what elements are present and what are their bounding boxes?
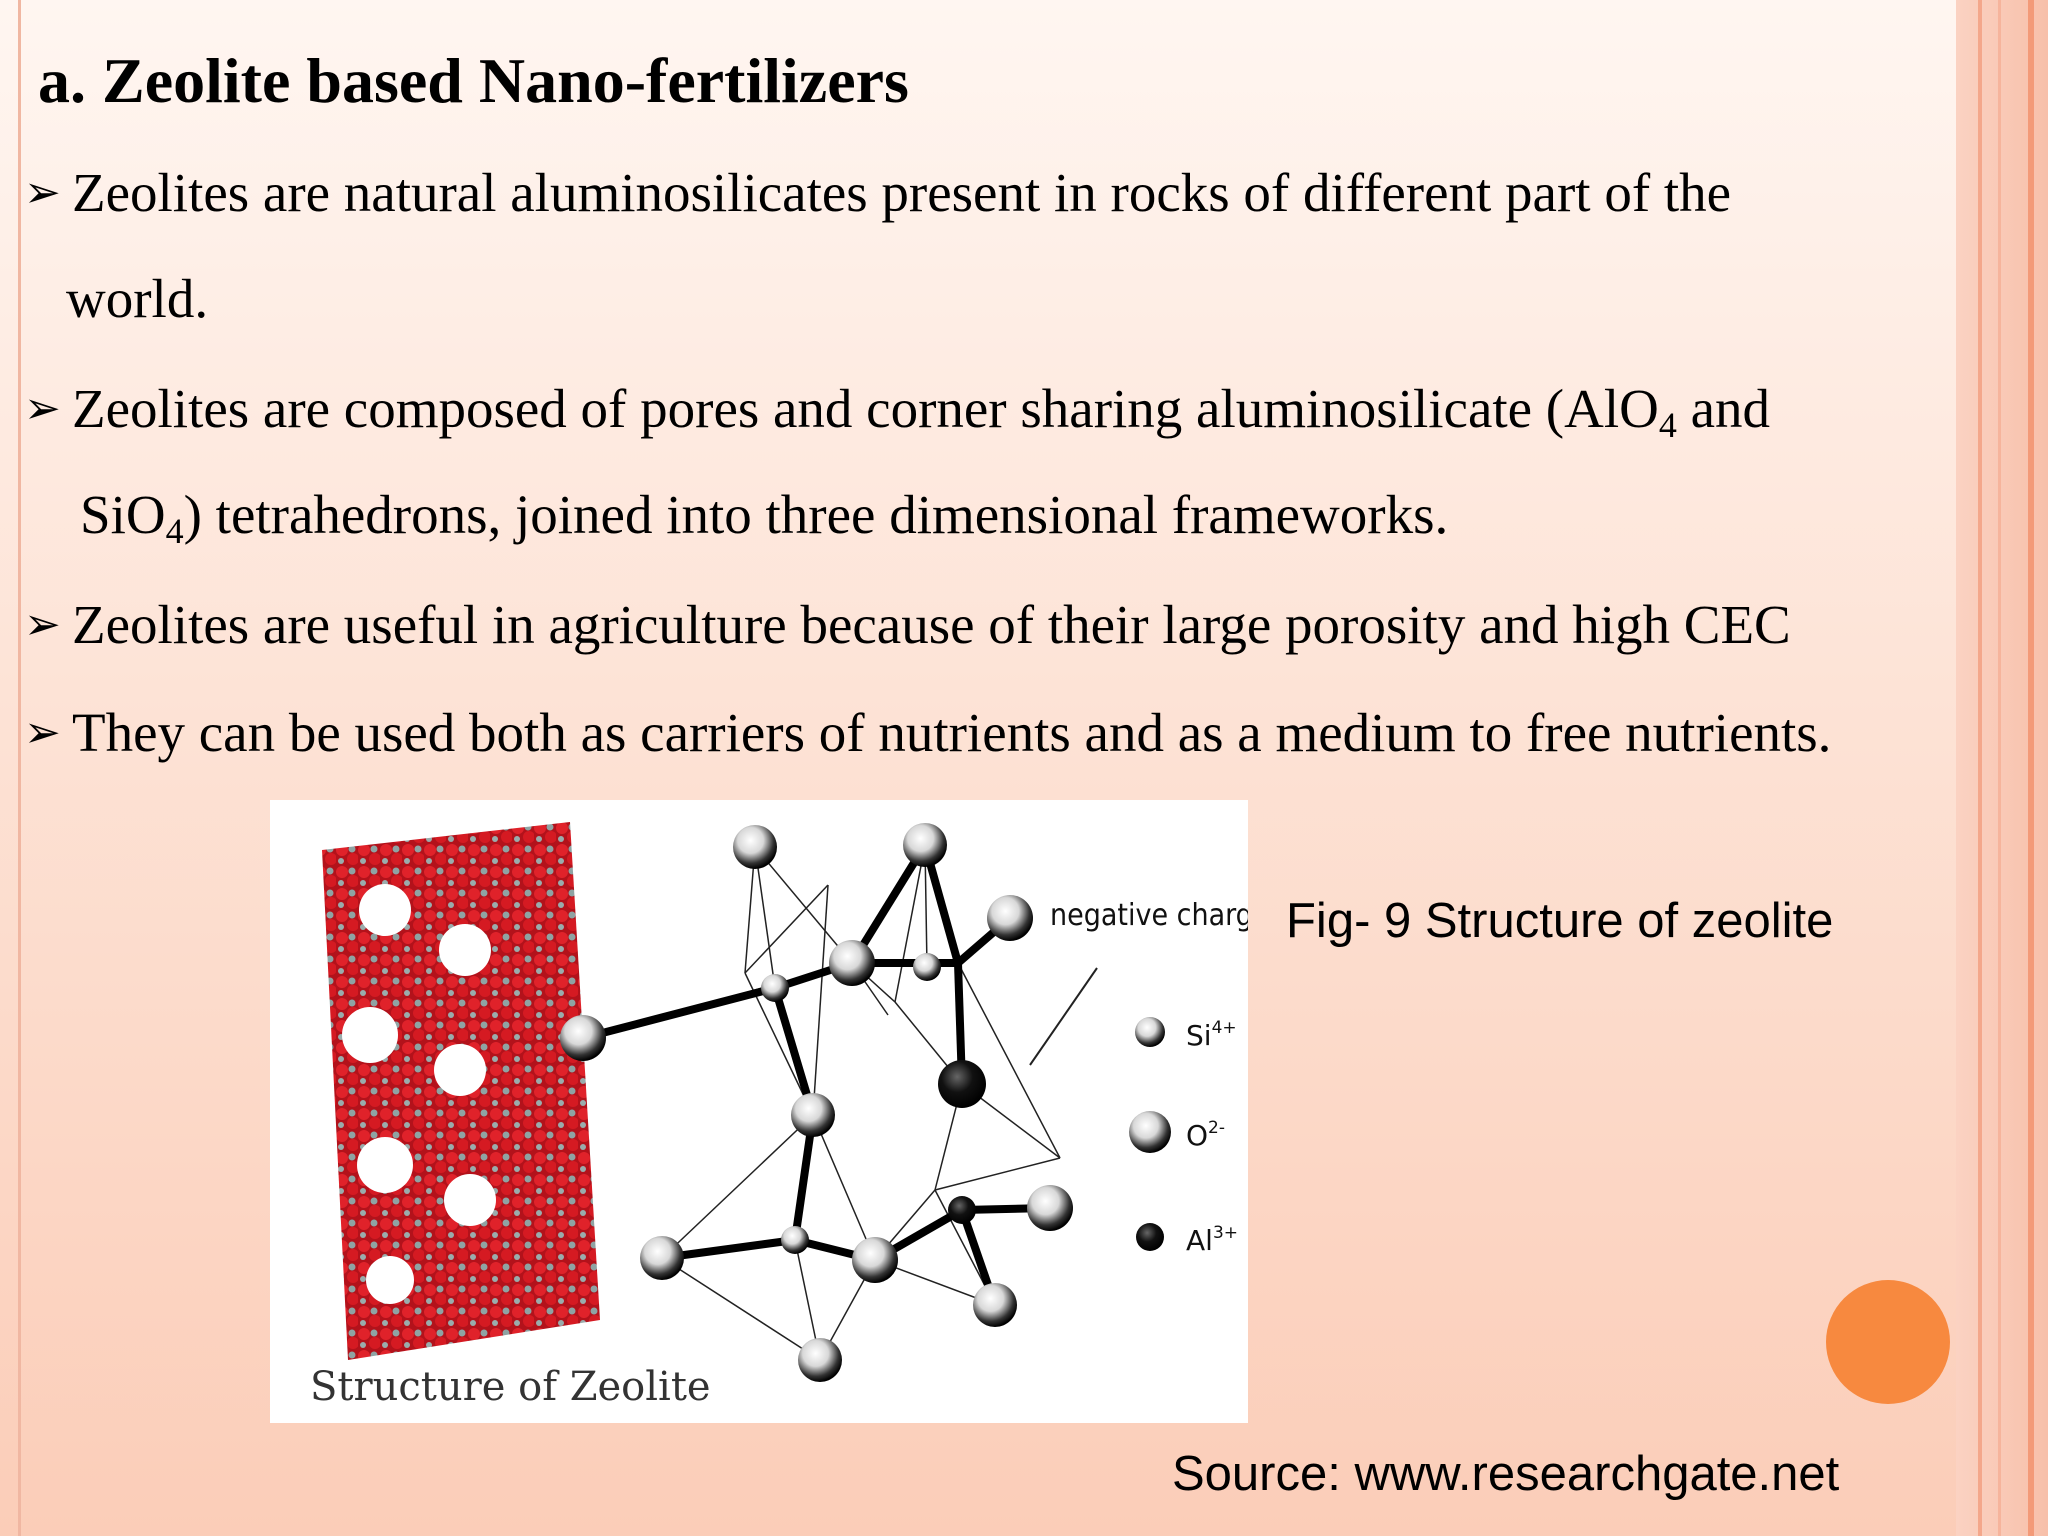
bullet-arrow-icon: ➢ — [24, 383, 61, 434]
zeolite-crystal-model — [322, 822, 600, 1360]
svg-text:Si4+: Si4+ — [1186, 1018, 1237, 1052]
left-border-rule — [18, 0, 21, 1536]
bullet-arrow-icon: ➢ — [24, 599, 61, 650]
bullet-2: ➢Zeolites are composed of pores and corn… — [24, 356, 2004, 568]
figure-caption: Fig- 9 Structure of zeolite — [1286, 894, 1834, 948]
image-label: Structure of Zeolite — [310, 1364, 711, 1410]
right-decorative-band — [1956, 0, 2048, 1536]
si-atom-icon — [1135, 1017, 1165, 1047]
orange-circle-decoration — [1826, 1280, 1950, 1404]
tetrahedral-framework — [560, 823, 1073, 1382]
bullet-3: ➢Zeolites are useful in agriculture beca… — [24, 572, 2004, 678]
bullet-1: ➢Zeolites are natural aluminosilicates p… — [24, 140, 2004, 352]
svg-text:O2-: O2- — [1186, 1118, 1225, 1152]
zeolite-structure-figure: Structure of Zeolite — [270, 800, 1248, 1423]
bullet-arrow-icon: ➢ — [24, 707, 61, 758]
svg-text:Al3+: Al3+ — [1186, 1223, 1238, 1257]
source-credit: Source: www.researchgate.net — [1172, 1447, 1840, 1501]
atom-legend: Si4+ O2- Al3+ — [1129, 1017, 1238, 1257]
o-atom-icon — [1129, 1111, 1171, 1153]
bullet-arrow-icon: ➢ — [24, 167, 61, 218]
al-atom-icon — [1136, 1223, 1164, 1251]
bullet-4: ➢They can be used both as carriers of nu… — [24, 680, 2004, 786]
negative-charge-label: negative charge — [1050, 898, 1248, 933]
slide-title: a. Zeolite based Nano-fertilizers — [38, 45, 909, 116]
